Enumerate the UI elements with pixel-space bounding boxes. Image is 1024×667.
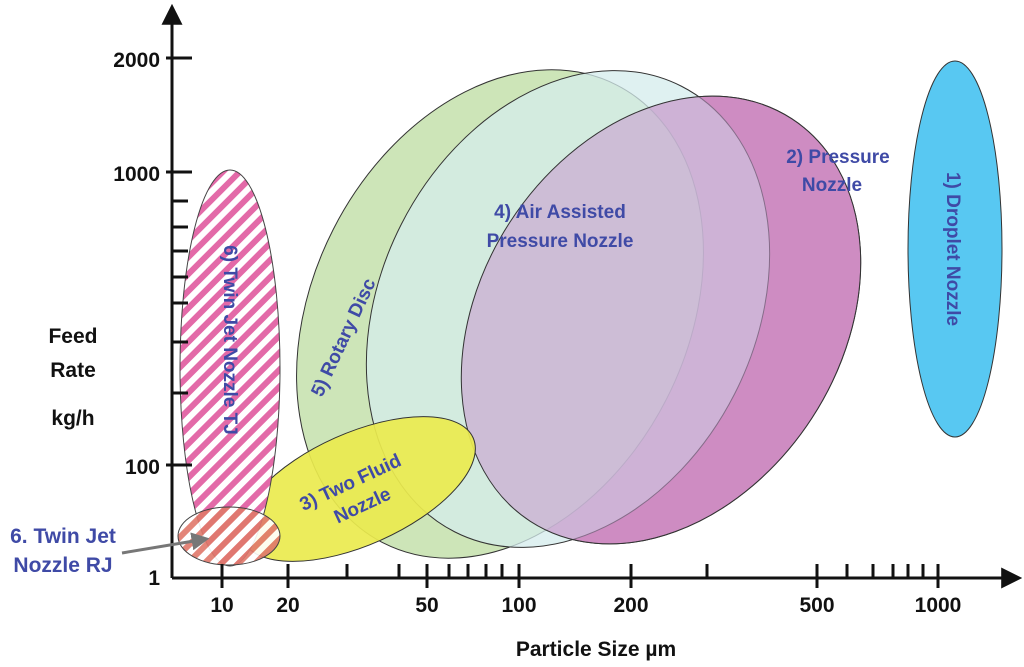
label-air-assisted-line-1: 4) Air Assisted xyxy=(494,202,626,223)
y-tick-label-1000: 1000 xyxy=(113,163,160,186)
y-tick-label-2000: 2000 xyxy=(113,49,160,72)
label-air-assisted-line-2: Pressure Nozzle xyxy=(487,231,634,252)
region-twin-jet-nozzle-rj xyxy=(177,506,281,566)
y-axis-ticks xyxy=(166,56,192,467)
y-axis-title-line-2: Rate xyxy=(50,359,96,382)
label-twin-jet-nozzle-tj: 6) Twin Jet Nozzle TJ xyxy=(219,245,240,435)
region-droplet-nozzle xyxy=(907,60,1003,438)
x-tick-label-50: 50 xyxy=(415,594,438,617)
y-tick-label-1: 1 xyxy=(148,567,160,590)
y-tick-label-100: 100 xyxy=(125,456,160,479)
x-tick-label-10: 10 xyxy=(210,594,233,617)
y-axis-title-line-1: Feed xyxy=(48,325,97,348)
region-pressure-nozzle-overlay xyxy=(460,95,862,545)
x-tick-label-200: 200 xyxy=(613,594,648,617)
label-droplet-nozzle: 1) Droplet Nozzle xyxy=(942,172,963,326)
x-tick-label-1000: 1000 xyxy=(915,594,962,617)
x-axis-ticks xyxy=(220,564,940,588)
x-axis-title: Particle Size µm xyxy=(516,638,676,661)
callout-arrow-rj xyxy=(121,532,210,555)
y-axis-title-line-3: kg/h xyxy=(51,407,94,430)
region-twin-jet-nozzle-tj xyxy=(179,169,281,567)
callout-twin-jet-rj-line-1: 6. Twin Jet xyxy=(10,525,116,548)
label-pressure-nozzle-line-2: Nozzle xyxy=(802,175,862,196)
x-tick-label-20: 20 xyxy=(276,594,299,617)
x-tick-label-100: 100 xyxy=(501,594,536,617)
callout-twin-jet-rj-line-2: Nozzle RJ xyxy=(13,554,112,577)
x-tick-label-500: 500 xyxy=(799,594,834,617)
label-pressure-nozzle-line-1: 2) Pressure xyxy=(786,147,890,168)
